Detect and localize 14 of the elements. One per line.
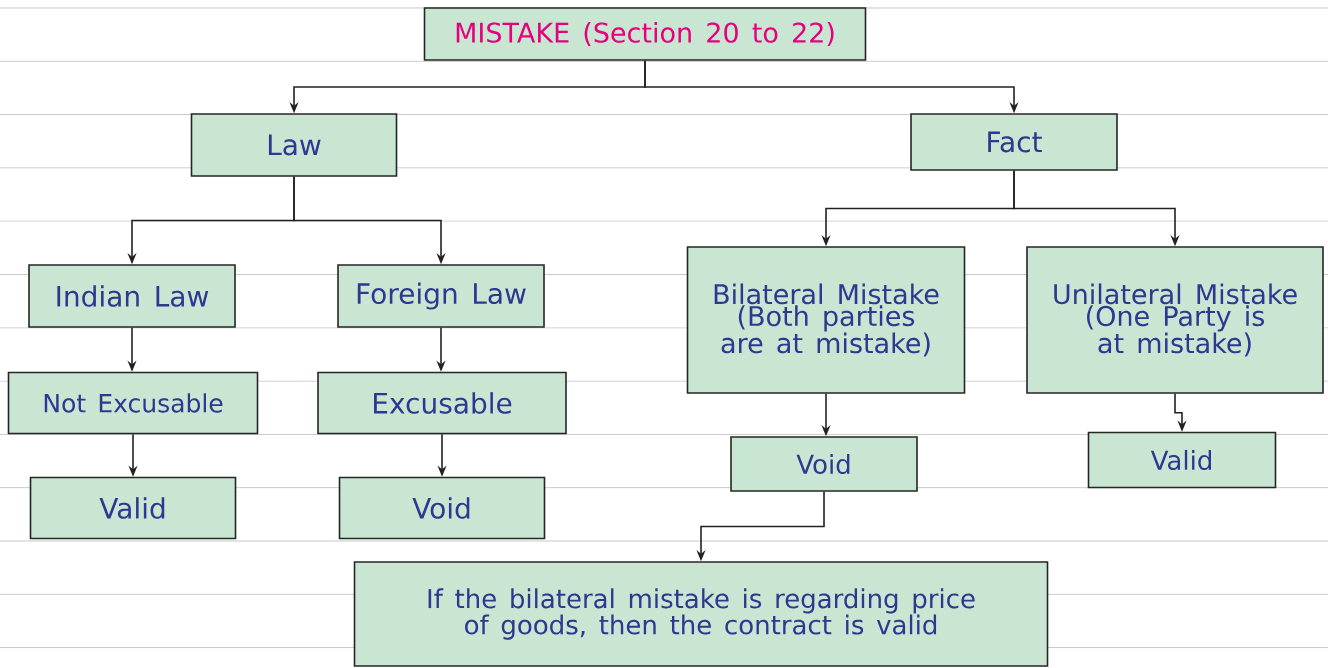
- result-box: Not Excusable: [7, 371, 259, 435]
- result-box: Valid: [29, 476, 237, 540]
- category-box: Fact: [910, 113, 1118, 171]
- note-box: If the bilateral mistake is regarding price of goods, then the contract is valid: [353, 561, 1049, 667]
- result-box: Valid: [1087, 431, 1277, 489]
- category-box: Law: [190, 113, 398, 177]
- title-box: MISTAKE (Section 20 to 22): [423, 7, 867, 61]
- category-box: Unilateral Mistake (One Party is at mistake): [1026, 246, 1324, 394]
- category-box: Foreign Law: [337, 264, 545, 328]
- result-box: Excusable: [317, 371, 567, 435]
- result-box: Void: [338, 476, 546, 540]
- category-box: Bilateral Mistake (Both parties are at mistake): [686, 246, 966, 394]
- result-box: Void: [730, 436, 918, 492]
- category-box: Indian Law: [28, 264, 236, 328]
